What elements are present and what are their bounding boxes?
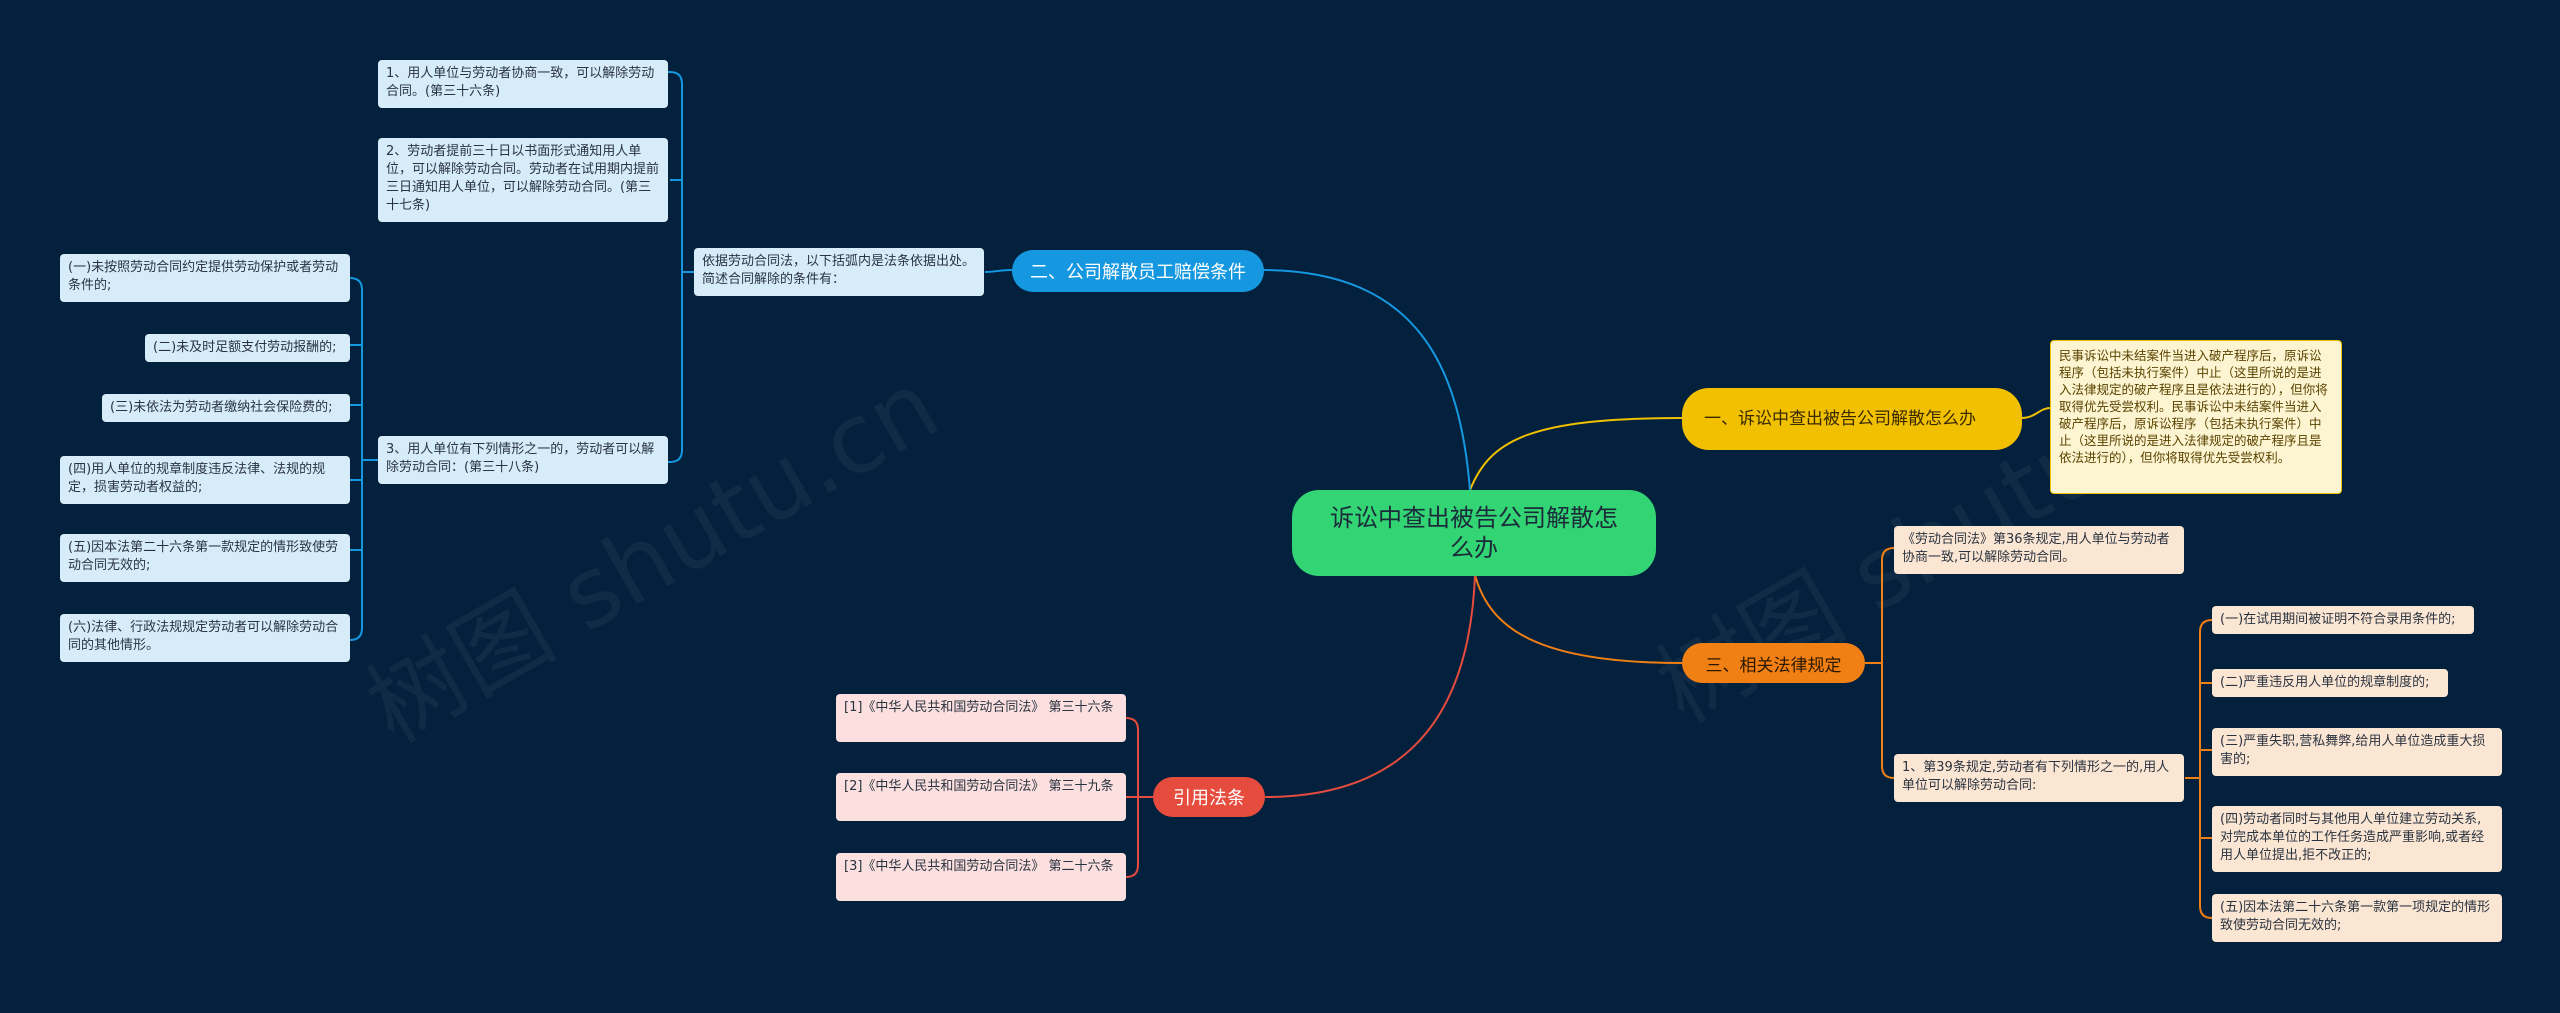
branch2-subitem-2-text: (二)未及时足额支付劳动报酬的; [153,340,337,355]
branch2-subitem-6[interactable]: (六)法律、行政法规规定劳动者可以解除劳动合同的其他情形。 [60,614,350,662]
bracket-branch3 [1865,547,1895,779]
branch4-topic-label: 引用法条 [1173,788,1245,809]
branch4-item-3[interactable]: [3]《中华人民共和国劳动合同法》 第二十六条 [836,853,1126,901]
branch2-topic-label: 二、公司解散员工赔偿条件 [1030,262,1246,283]
branch4-item-1-text: [1]《中华人民共和国劳动合同法》 第三十六条 [844,700,1114,715]
branch3-subitem-2[interactable]: (二)严重违反用人单位的规章制度的; [2212,669,2448,697]
branch2-subitem-3[interactable]: (三)未依法为劳动者缴纳社会保险费的; [102,394,350,422]
branch2-item-2[interactable]: 2、劳动者提前三十日以书面形式通知用人单位，可以解除劳动合同。劳动者在试用期内提… [378,138,668,222]
branch2-subitem-4[interactable]: (四)用人单位的规章制度违反法律、法规的规定，损害劳动者权益的; [60,456,350,504]
branch3-item-2[interactable]: 1、第39条规定,劳动者有下列情形之一的,用人单位可以解除劳动合同: [1894,754,2184,802]
branch3-subitem-2-text: (二)严重违反用人单位的规章制度的; [2220,675,2430,690]
branch3-subitem-1-text: (一)在试用期间被证明不符合录用条件的; [2220,612,2456,627]
branch3-item-1-text: 《劳动合同法》第36条规定,用人单位与劳动者协商一致,可以解除劳动合同。 [1902,532,2170,565]
branch4-item-2-text: [2]《中华人民共和国劳动合同法》 第三十九条 [844,779,1114,794]
branch1-text[interactable]: 民事诉讼中未结案件当进入破产程序后，原诉讼程序（包括未执行案件）中止（这里所说的… [2050,340,2342,494]
branch2-intro[interactable]: 依据劳动合同法，以下括弧内是法条依据出处。简述合同解除的条件有： [694,248,984,296]
branch2-subitem-2[interactable]: (二)未及时足额支付劳动报酬的; [145,334,350,362]
branch3-subitem-3[interactable]: (三)严重失职,营私舞弊,给用人单位造成重大损害的; [2212,728,2502,776]
branch1-topic-label: 一、诉讼中查出被告公司解散怎么办 [1704,408,1976,429]
branch4-item-1[interactable]: [1]《中华人民共和国劳动合同法》 第三十六条 [836,694,1126,742]
branch3-subitem-3-text: (三)严重失职,营私舞弊,给用人单位造成重大损害的; [2220,734,2486,767]
branch2-item-1[interactable]: 1、用人单位与劳动者协商一致，可以解除劳动合同。(第三十六条) [378,60,668,108]
branch2-item-2-text: 2、劳动者提前三十日以书面形式通知用人单位，可以解除劳动合同。劳动者在试用期内提… [386,144,660,213]
bracket-branch4 [1125,717,1153,878]
branch2-item-3[interactable]: 3、用人单位有下列情形之一的，劳动者可以解除劳动合同：(第三十八条) [378,436,668,484]
link-root-branch4 [1264,574,1476,798]
branch3-subitem-4-text: (四)劳动者同时与其他用人单位建立劳动关系,对完成本单位的工作任务造成严重影响,… [2220,812,2485,863]
branch2-subitem-5-text: (五)因本法第二十六条第一款规定的情形致使劳动合同无效的; [68,540,339,573]
link-branch2-intro [984,269,1013,273]
branch3-subitem-1[interactable]: (一)在试用期间被证明不符合录用条件的; [2212,606,2474,634]
branch3-item-2-text: 1、第39条规定,劳动者有下列情形之一的,用人单位可以解除劳动合同: [1902,760,2170,793]
link-root-branch2 [1261,269,1471,491]
root-topic[interactable]: 诉讼中查出被告公司解散怎么办 [1292,490,1656,576]
branch1-topic[interactable]: 一、诉讼中查出被告公司解散怎么办 [1682,388,2022,450]
branch4-item-2[interactable]: [2]《中华人民共和国劳动合同法》 第三十九条 [836,773,1126,821]
link-branch1-text [2021,407,2051,419]
branch4-item-3-text: [3]《中华人民共和国劳动合同法》 第二十六条 [844,859,1114,874]
branch2-topic[interactable]: 二、公司解散员工赔偿条件 [1012,250,1264,292]
branch3-topic[interactable]: 三、相关法律规定 [1682,643,1865,683]
root-topic-label: 诉讼中查出被告公司解散怎么办 [1330,504,1618,562]
branch2-subitem-1-text: (一)未按照劳动合同约定提供劳动保护或者劳动条件的; [68,260,339,293]
branch3-subitem-5[interactable]: (五)因本法第二十六条第一款第一项规定的情形致使劳动合同无效的; [2212,894,2502,942]
branch3-subitem-4[interactable]: (四)劳动者同时与其他用人单位建立劳动关系,对完成本单位的工作任务造成严重影响,… [2212,806,2502,872]
branch2-intro-text: 依据劳动合同法，以下括弧内是法条依据出处。简述合同解除的条件有： [702,254,976,287]
branch2-subitem-3-text: (三)未依法为劳动者缴纳社会保险费的; [110,400,333,415]
branch3-topic-label: 三、相关法律规定 [1705,655,1842,676]
branch2-item-1-text: 1、用人单位与劳动者协商一致，可以解除劳动合同。(第三十六条) [386,66,655,99]
link-root-branch3 [1474,574,1683,664]
bracket-branch2-intro [668,71,694,463]
branch3-item-1[interactable]: 《劳动合同法》第36条规定,用人单位与劳动者协商一致,可以解除劳动合同。 [1894,526,2184,574]
branch2-subitem-5[interactable]: (五)因本法第二十六条第一款规定的情形致使劳动合同无效的; [60,534,350,582]
branch2-subitem-6-text: (六)法律、行政法规规定劳动者可以解除劳动合同的其他情形。 [68,620,339,653]
branch2-subitem-1[interactable]: (一)未按照劳动合同约定提供劳动保护或者劳动条件的; [60,254,350,302]
branch4-topic[interactable]: 引用法条 [1153,777,1265,817]
bracket-item3 [349,277,378,641]
branch3-subitem-5-text: (五)因本法第二十六条第一款第一项规定的情形致使劳动合同无效的; [2220,900,2491,933]
branch1-text-content: 民事诉讼中未结案件当进入破产程序后，原诉讼程序（包括未执行案件）中止（这里所说的… [2059,348,2328,465]
link-root-branch1 [1469,417,1683,491]
bracket-branch3-item2 [2185,619,2213,919]
branch2-item-3-text: 3、用人单位有下列情形之一的，劳动者可以解除劳动合同：(第三十八条) [386,442,655,475]
branch2-subitem-4-text: (四)用人单位的规章制度违反法律、法规的规定，损害劳动者权益的; [68,462,326,495]
